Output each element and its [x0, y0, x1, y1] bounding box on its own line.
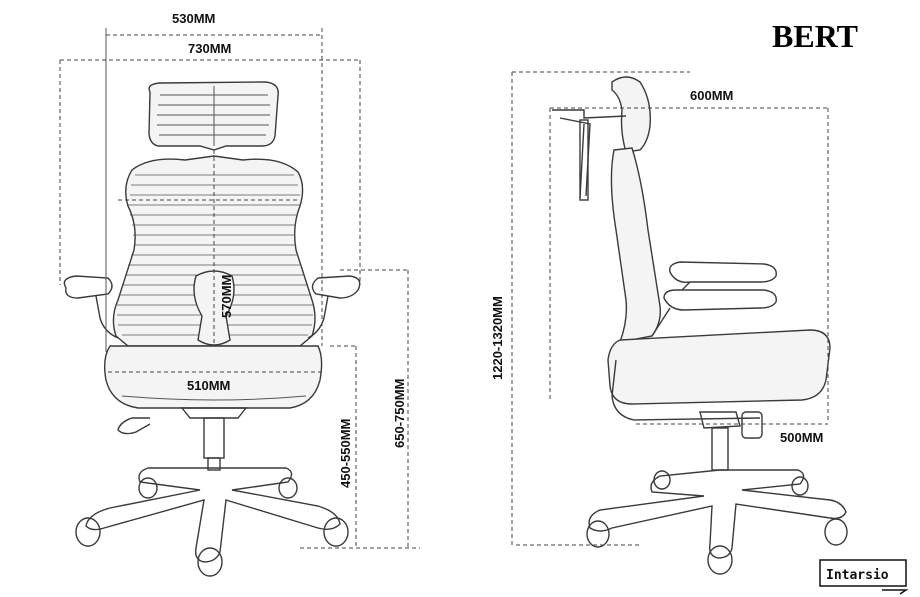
- dim-front-outer-width: 530MM: [172, 11, 215, 26]
- dim-front-arm-width: 730MM: [188, 41, 231, 56]
- front-dimension-lines: [59, 28, 420, 549]
- front-view-chair: [63, 81, 361, 577]
- brand-logo: Intarsio: [819, 559, 909, 595]
- product-title: BERT: [772, 18, 858, 54]
- side-view-chair: [552, 76, 848, 575]
- dim-seat-width: 510MM: [187, 378, 230, 393]
- dim-side-depth: 600MM: [690, 88, 733, 103]
- dim-arm-height: 650-750MM: [392, 379, 407, 448]
- dim-seat-height: 450-550MM: [338, 419, 353, 488]
- dim-seat-depth: 500MM: [780, 430, 823, 445]
- dim-total-height: 1220-1320MM: [490, 296, 505, 380]
- brand-name: Intarsio: [826, 568, 889, 583]
- side-dimension-lines: [511, 71, 829, 548]
- dim-backrest-height: 570MM: [219, 275, 234, 318]
